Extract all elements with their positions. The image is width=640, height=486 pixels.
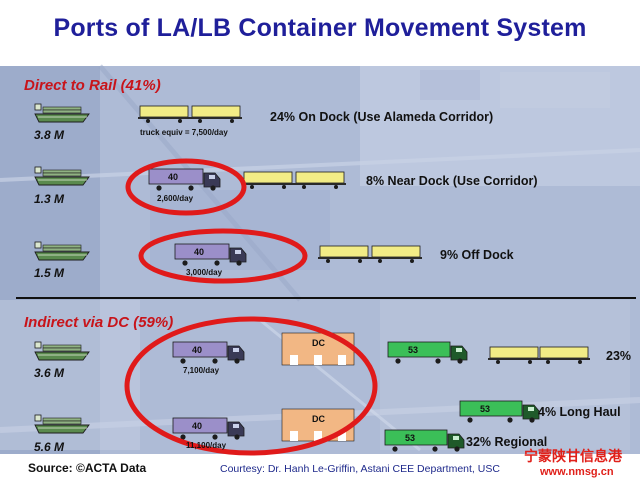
row-note: 7,100/day xyxy=(183,366,220,375)
row-description: 24% On Dock (Use Alameda Corridor) xyxy=(270,110,494,124)
truck-size-label: 40 xyxy=(194,247,205,257)
row-volume: 1.3 M xyxy=(34,192,65,206)
row-note: truck equiv = 7,500/day xyxy=(140,128,228,137)
truck-size-label: 53 xyxy=(405,433,416,443)
section-direct-to-rail: Direct to Rail (41%) xyxy=(24,77,161,94)
truck-size-label: 40 xyxy=(192,345,203,355)
container-ship-icon xyxy=(34,341,90,361)
highlight-ring xyxy=(124,316,378,456)
watermark-logo: 宁蒙陕甘信息港 xyxy=(524,448,622,464)
watermark-url: www.nmsg.cn xyxy=(540,466,614,478)
row-description: 9% Off Dock xyxy=(440,248,514,262)
row-volume: 5.6 M xyxy=(34,440,65,454)
row-description: 32% Regional xyxy=(466,435,548,449)
source-caption: Source: ©ACTA Data xyxy=(28,461,147,475)
row-description: 8% Near Dock (Use Corridor) xyxy=(366,174,538,188)
section-indirect-via-dc: Indirect via DC (59%) xyxy=(24,314,174,331)
section-divider xyxy=(16,297,636,299)
row-note: 3,000/day xyxy=(186,268,223,277)
row-note: 2,600/day xyxy=(157,194,194,203)
container-ship-icon xyxy=(34,414,90,434)
dc-label: DC xyxy=(312,338,325,348)
row-note: 11,100/day xyxy=(186,441,227,450)
row-volume: 3.6 M xyxy=(34,366,65,380)
page-title: Ports of LA/LB Container Movement System xyxy=(53,14,587,42)
highlight-ring xyxy=(125,158,247,216)
row-volume: 3.8 M xyxy=(34,128,65,142)
row-volume: 1.5 M xyxy=(34,266,65,280)
truck-size-label: 40 xyxy=(192,421,203,431)
truck-size-label: 53 xyxy=(480,404,491,414)
truck-size-label: 53 xyxy=(408,345,419,355)
row-description: 23% xyxy=(606,349,632,363)
dc-label: DC xyxy=(312,414,325,424)
truck-size-label: 40 xyxy=(168,172,179,182)
courtesy-caption: Courtesy: Dr. Hanh Le-Griffin, Astani CE… xyxy=(220,463,500,475)
row-description: 4% Long Haul xyxy=(538,405,621,419)
highlight-ring xyxy=(138,228,308,284)
